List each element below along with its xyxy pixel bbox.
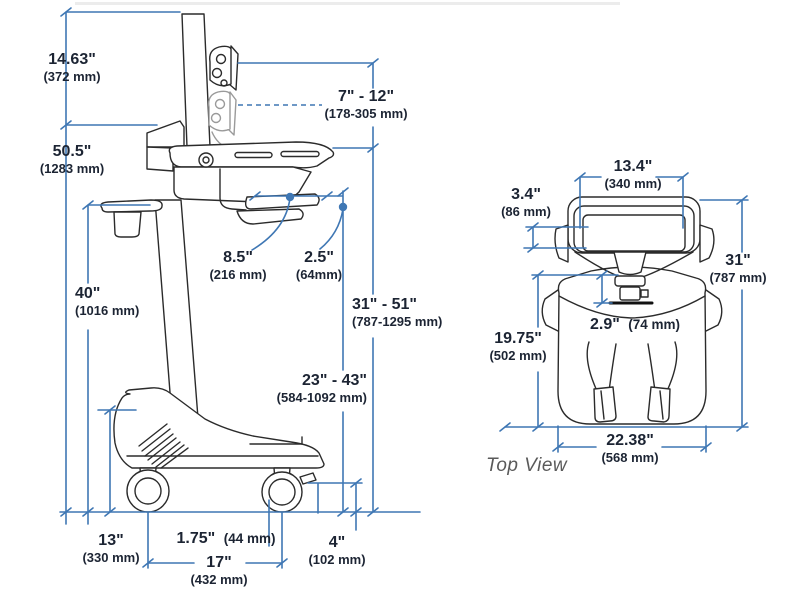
dim-value-mm: (86 mm) (501, 204, 551, 219)
top-monitor (554, 196, 715, 263)
monitor-mount (209, 45, 239, 91)
dim-value-inches: 8.5" (223, 249, 253, 266)
top-pivot (608, 251, 654, 305)
dim-caster-offset: 1.75" (44 mm) (170, 529, 282, 548)
left-fin (541, 289, 559, 332)
dim-handle-height: 40" (1016 mm) (75, 284, 185, 319)
dim-base-height: 13" (330 mm) (58, 531, 164, 566)
cart-handle (100, 199, 163, 213)
cart-base (113, 387, 325, 513)
caster-brake (299, 472, 317, 485)
dim-cart-length: 31" (787 mm) (690, 251, 786, 286)
monitor-column (181, 13, 211, 148)
dim-value-mm: (340 mm) (604, 176, 662, 191)
dim-value-inches: 40" (75, 285, 101, 302)
dim-value-mm: (568 mm) (601, 450, 659, 465)
dim-value-mm: (1016 mm) (75, 303, 140, 318)
dim-value-mm: (1283 mm) (39, 161, 105, 176)
dim-tray-gap: 2.5" (64mm) (278, 248, 360, 283)
dim-value-mm: (787 mm) (709, 270, 767, 285)
side-dimension-lines (59, 11, 421, 569)
dim-value-mm: (502 mm) (489, 348, 547, 363)
top-view-drawing (541, 196, 723, 425)
dim-value-mm: (787-1295 mm) (352, 314, 443, 329)
dim-wheelbase: 17" (432 mm) (166, 553, 272, 588)
dim-value-inches: 31" (725, 252, 751, 269)
work-surface (146, 120, 335, 203)
dim-surface-height: 50.5" (1283 mm) (14, 142, 130, 177)
dim-value-inches: 2.9" (589, 316, 620, 333)
dim-value-inches: 17" (206, 554, 232, 571)
top-view-caption: Top View (486, 455, 568, 476)
dim-value-inches: 2.5" (304, 249, 334, 266)
dim-column-offset: 2.9" (74 mm) (580, 315, 690, 334)
dim-value-inches: 19.75" (494, 330, 542, 347)
front-caster (126, 469, 170, 513)
dimension-lines (59, 7, 749, 569)
dim-value-mm: (432 mm) (190, 572, 248, 587)
dimension-ticks (60, 7, 748, 568)
dim-caster-size: 4" (102 mm) (288, 533, 386, 568)
dim-value-mm: (44 mm) (223, 531, 276, 546)
dim-monitor-width: 13.4" (340 mm) (583, 157, 683, 192)
cart-bin (113, 211, 142, 238)
dim-base-width: 22.38" (568 mm) (580, 431, 680, 466)
dim-display-range: 31" - 51" (787-1295 mm) (352, 295, 464, 330)
dim-tray-depth: 8.5" (216 mm) (196, 248, 280, 283)
dim-value-mm: (64mm) (295, 267, 343, 282)
dim-value-inches: 50.5" (52, 143, 92, 160)
right-fin (705, 289, 723, 332)
dim-value-mm: (216 mm) (209, 267, 267, 282)
surface-knob (198, 152, 214, 168)
dim-value-mm: (330 mm) (82, 550, 140, 565)
side-view-drawing (100, 13, 335, 513)
dim-value-inches: 13" (98, 532, 124, 549)
dim-value-inches: 4" (328, 534, 346, 551)
top-casters (586, 341, 678, 423)
vent-lines (138, 423, 189, 469)
dim-base-top-width: 19.75" (502 mm) (468, 329, 568, 364)
dim-keyboard-range: 23" - 43" (584-1092 mm) (255, 371, 367, 406)
leader-curves (251, 197, 344, 251)
dim-monitor-lift: 14.63" (372 mm) (20, 50, 124, 85)
rear-caster (261, 471, 303, 513)
dim-value-mm: (102 mm) (308, 552, 366, 567)
scan-artifact-line (75, 2, 620, 5)
dim-value-inches: 22.38" (606, 432, 654, 449)
dim-screen-range: 7" - 12" (178-305 mm) (318, 87, 414, 122)
tray-gap-point (338, 202, 348, 212)
dim-value-mm: (74 mm) (628, 317, 681, 332)
dim-monitor-depth: 3.4" (86 mm) (476, 185, 576, 220)
dim-value-inches: 3.4" (511, 186, 541, 203)
dim-value-inches: 23" - 43" (302, 372, 367, 389)
dim-value-inches: 1.75" (176, 530, 216, 547)
dim-value-mm: (178-305 mm) (324, 106, 408, 121)
dim-value-mm: (372 mm) (43, 69, 101, 84)
tray-depth-point (285, 192, 295, 202)
dim-value-mm: (584-1092 mm) (276, 390, 367, 405)
dim-value-inches: 14.63" (48, 51, 96, 68)
monitor-mount-ghost (208, 90, 237, 150)
dim-value-inches: 13.4" (613, 158, 653, 175)
dim-value-inches: 7" - 12" (337, 88, 395, 105)
dim-value-inches: 31" - 51" (352, 296, 417, 313)
